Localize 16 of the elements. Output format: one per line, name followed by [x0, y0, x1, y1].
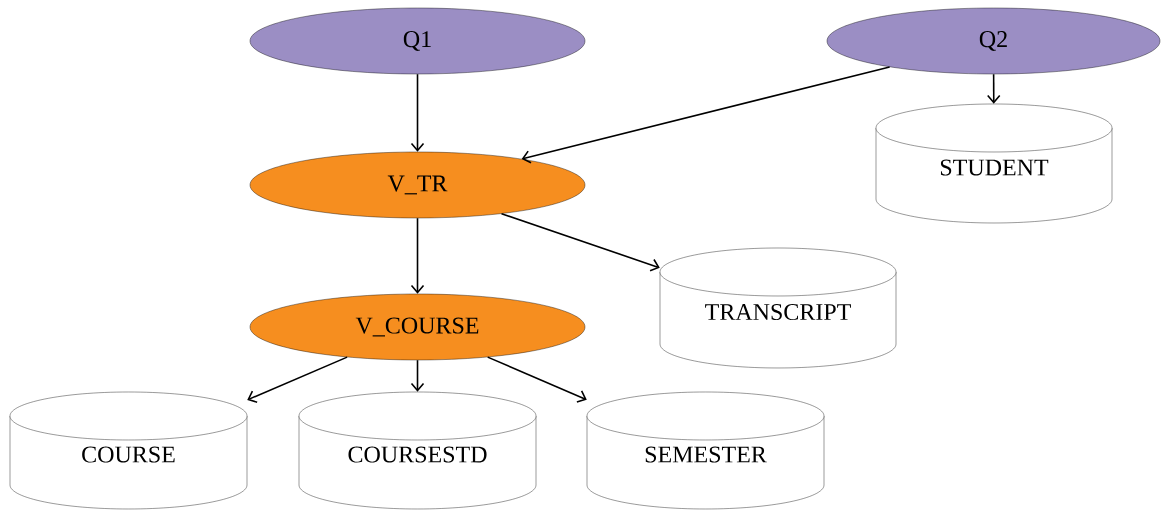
arrow [486, 356, 587, 403]
database-cylinder: COURSESTD [298, 391, 537, 510]
arrow [410, 217, 425, 294]
database-cylinder: TRANSCRIPT [659, 247, 897, 369]
database-cylinder: COURSE [9, 391, 248, 510]
database-cylinder: SEMESTER [586, 391, 825, 510]
node-label: COURSE [82, 446, 175, 463]
node-label: SEMESTER [645, 446, 767, 463]
arrow [521, 66, 891, 164]
database-cylinder: STUDENT [875, 103, 1113, 224]
arrow [247, 356, 348, 403]
arrow [986, 73, 1001, 104]
arrow [410, 73, 425, 152]
node-label: COURSESTD [348, 446, 487, 463]
arrow [410, 359, 425, 392]
arrow [500, 212, 660, 272]
